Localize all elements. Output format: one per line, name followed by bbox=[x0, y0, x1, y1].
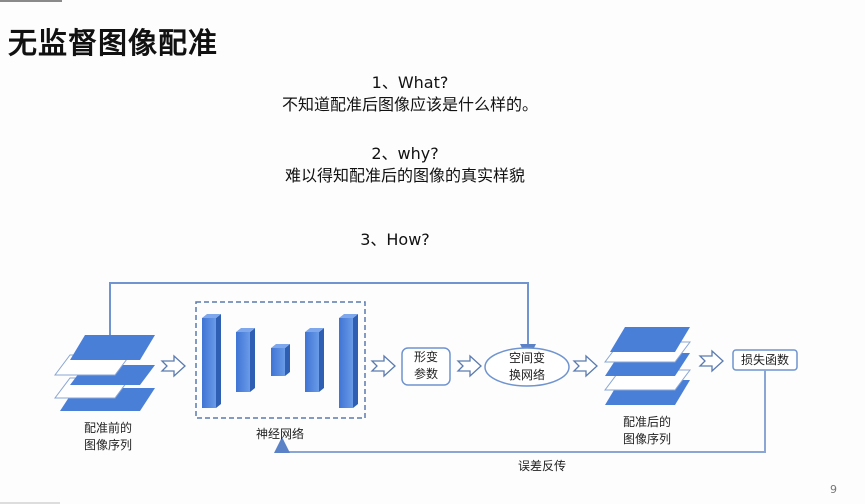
bottom-bar bbox=[0, 502, 60, 504]
input-label-line1: 配准前的 bbox=[83, 421, 132, 435]
question-how: 3、How? bbox=[0, 229, 795, 251]
loss-function-label: 损失函数 bbox=[740, 353, 789, 367]
output-label-line2: 图像序列 bbox=[622, 432, 671, 446]
network-layer-bars bbox=[202, 314, 358, 408]
top-progress-bar bbox=[0, 0, 62, 2]
input-image-stack-icon bbox=[54, 335, 155, 411]
page-number: 9 bbox=[830, 483, 837, 496]
spatial-transformer-label: 空间变 换网络 bbox=[495, 350, 559, 384]
input-label-line2: 图像序列 bbox=[83, 438, 132, 452]
neural-network-box bbox=[195, 301, 366, 419]
output-label-line1: 配准后的 bbox=[622, 415, 671, 429]
deform-line2: 参数 bbox=[413, 367, 438, 381]
flow-arrow-icon bbox=[160, 349, 724, 378]
deformation-params-box bbox=[401, 347, 451, 386]
backprop-connector bbox=[274, 370, 766, 453]
spatial-transformer-ellipse bbox=[484, 347, 570, 387]
neural-network-label: 神经网络 bbox=[255, 427, 304, 441]
output-image-stack-icon bbox=[604, 327, 691, 405]
deform-line1: 形变 bbox=[413, 350, 438, 364]
question-what-text: 不知道配准后图像应该是什么样的。 bbox=[281, 95, 538, 114]
question-why-heading: 2、why? bbox=[371, 144, 439, 163]
bypass-connector bbox=[109, 282, 536, 360]
deformation-params-label: 形变 参数 bbox=[402, 349, 450, 383]
stn-line1: 空间变 bbox=[508, 351, 545, 365]
registration-pipeline-diagram bbox=[54, 282, 798, 453]
backprop-label: 误差反传 bbox=[517, 459, 566, 473]
question-what-heading: 1、What? bbox=[371, 73, 449, 92]
question-why: 2、why? 难以得知配准后的图像的真实样貌 bbox=[5, 143, 805, 187]
question-why-text: 难以得知配准后的图像的真实样貌 bbox=[284, 166, 525, 185]
question-what: 1、What? 不知道配准后图像应该是什么样的。 bbox=[10, 72, 810, 116]
slide-title: 无监督图像配准 bbox=[8, 26, 219, 60]
stn-line2: 换网络 bbox=[508, 368, 545, 382]
output-sequence-label: 配准后的 图像序列 bbox=[617, 414, 677, 448]
input-sequence-label: 配准前的 图像序列 bbox=[78, 420, 138, 454]
question-how-heading: 3、How? bbox=[360, 230, 430, 249]
